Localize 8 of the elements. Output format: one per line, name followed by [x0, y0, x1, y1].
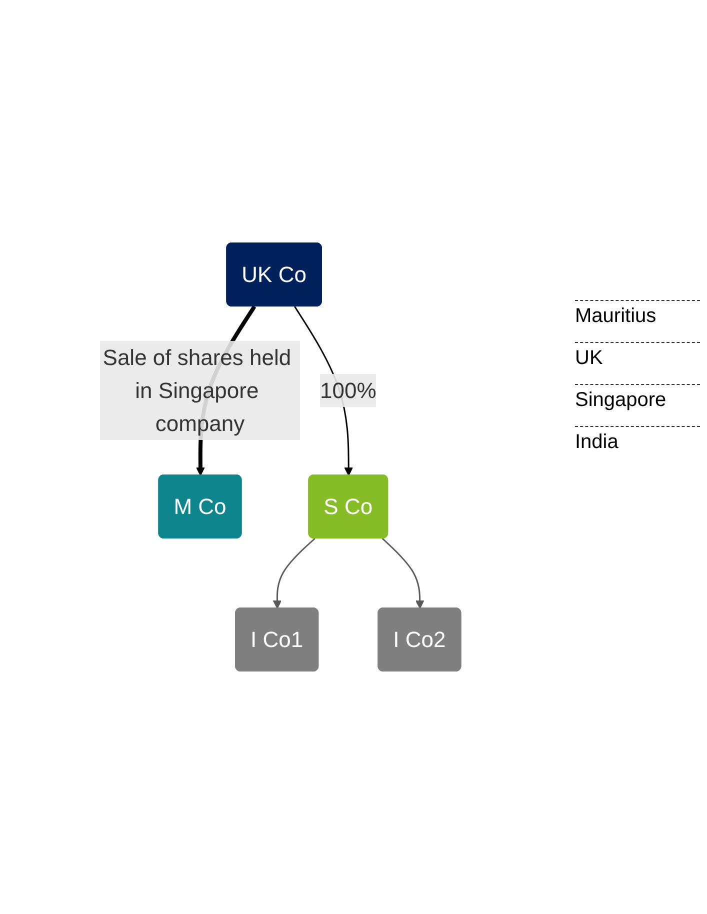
region-label: India: [575, 426, 700, 454]
region-label: Singapore: [575, 384, 700, 412]
edge-label: Sale of shares held in Singapore company: [102, 345, 291, 436]
region-label: UK: [575, 342, 700, 370]
arrow: [382, 538, 424, 609]
edge-label: 100%: [320, 378, 376, 403]
region-label: Mauritius: [575, 300, 700, 328]
arrow: [272, 538, 315, 609]
